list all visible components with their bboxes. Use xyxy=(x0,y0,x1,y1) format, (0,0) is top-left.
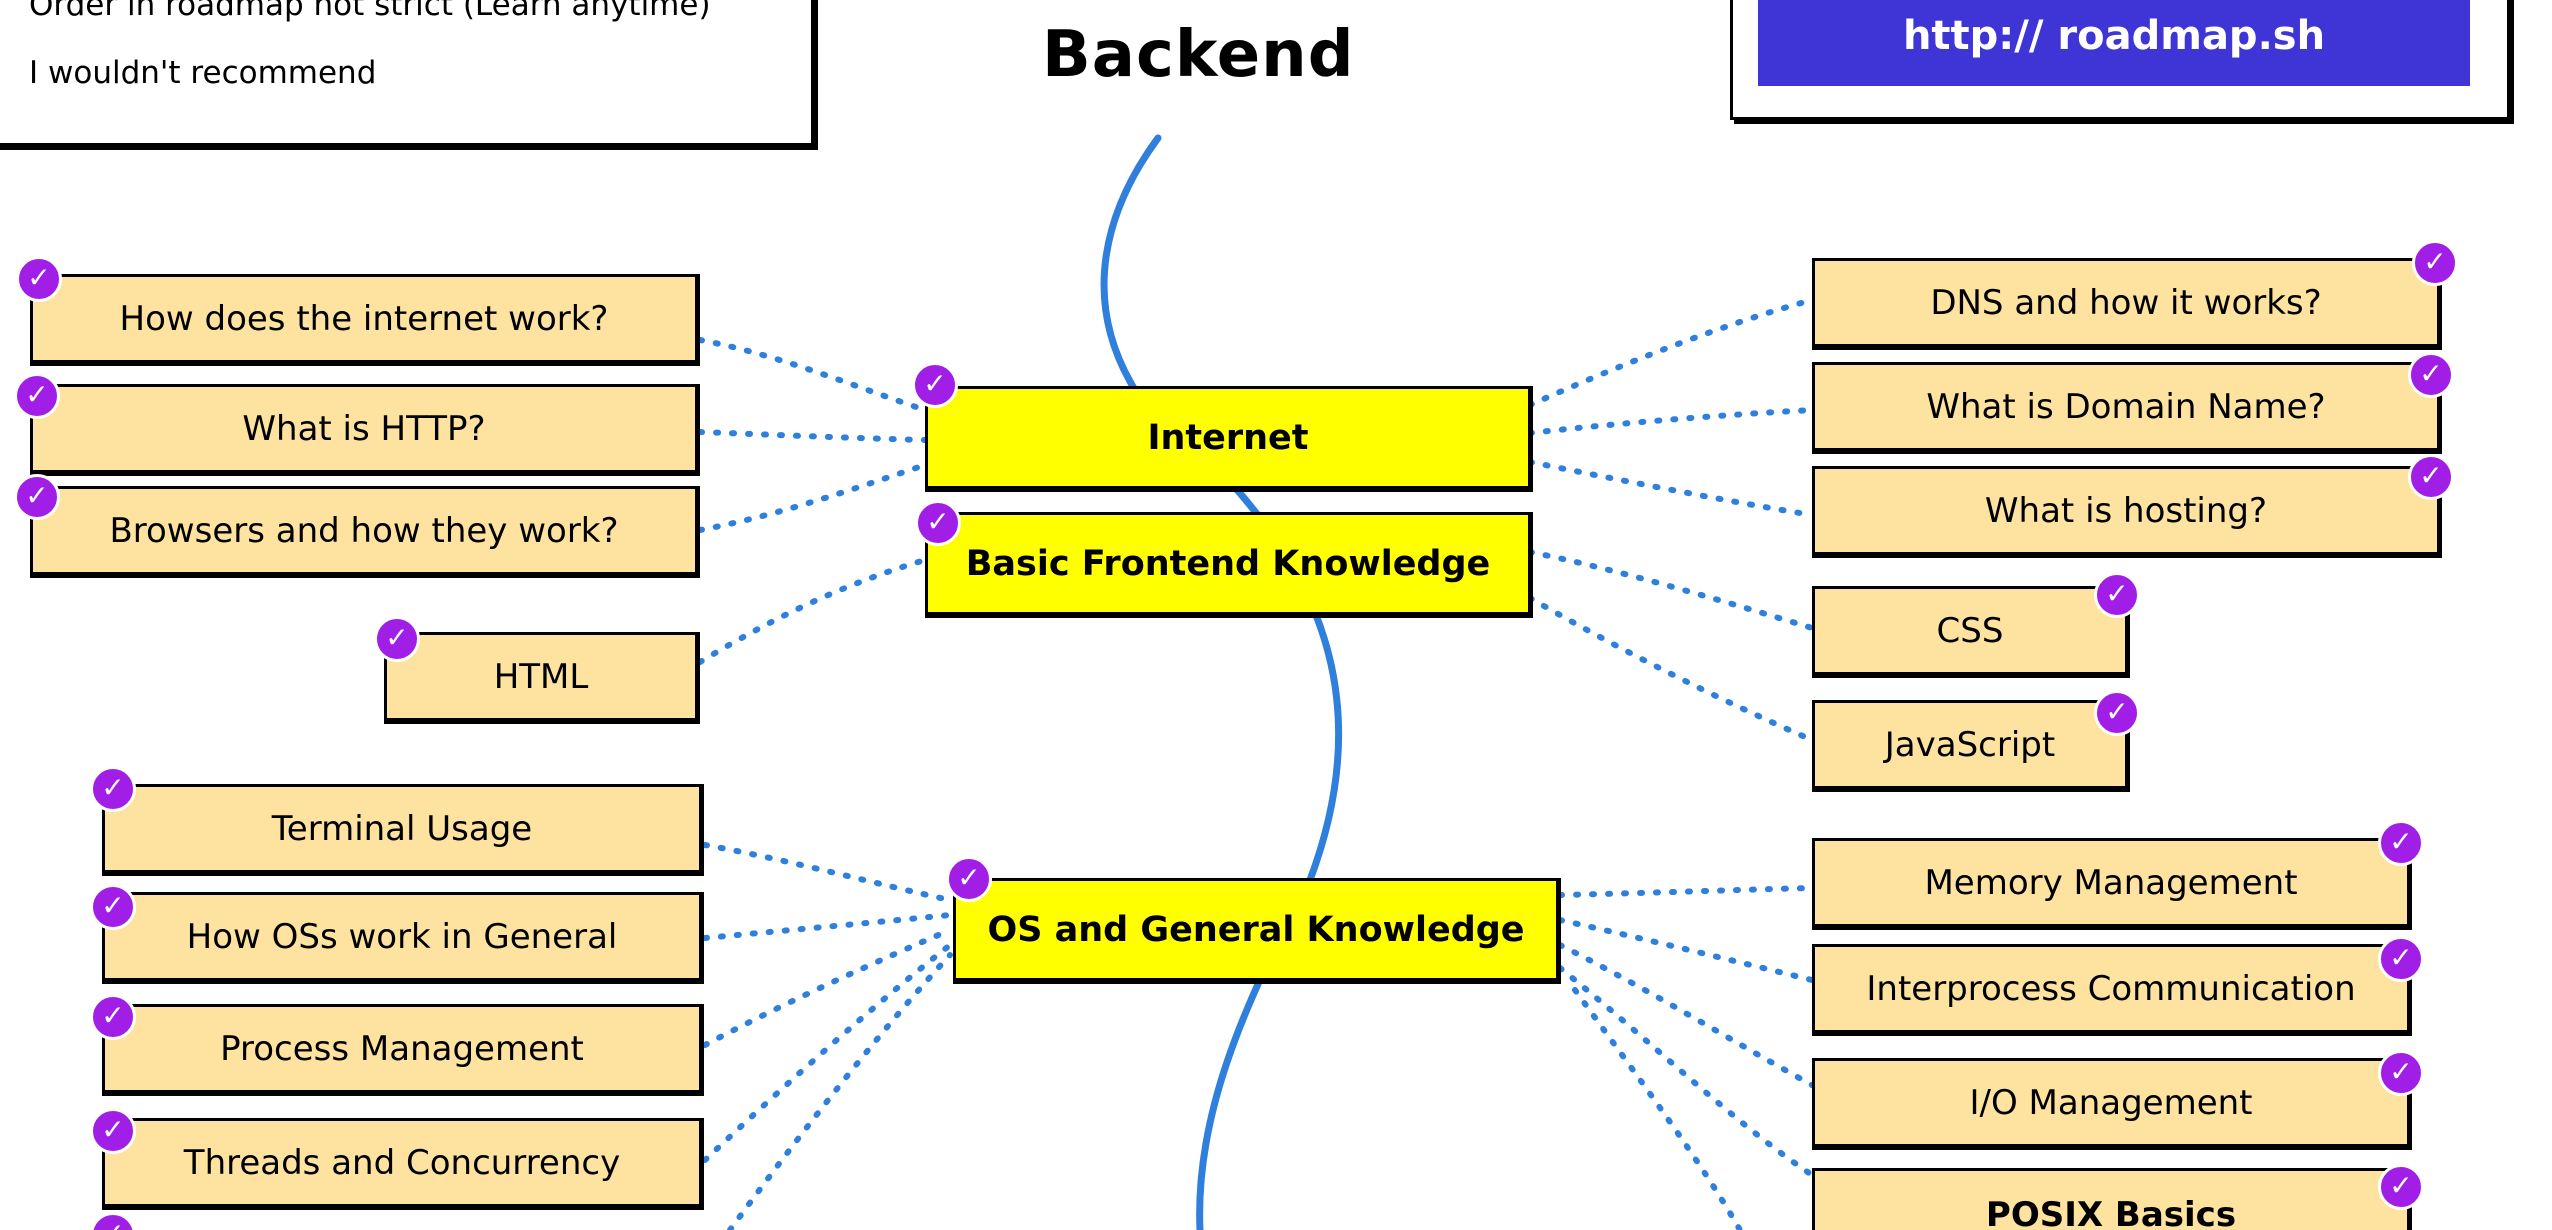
check-circle-icon: ✓ xyxy=(90,766,136,812)
connector-html xyxy=(697,557,928,665)
connectors-internet-left xyxy=(697,337,928,665)
check-circle-icon: ✓ xyxy=(2378,936,2424,982)
node-basic-frontend[interactable]: Basic Frontend Knowledge xyxy=(925,512,1533,618)
connector-offscreen xyxy=(727,952,953,1230)
node-browsers[interactable]: Browsers and how they work? xyxy=(30,486,700,578)
check-circle-icon: ✓ xyxy=(14,474,60,520)
check-circle-icon: ✓ xyxy=(374,616,420,662)
connector-domain xyxy=(1527,407,1815,436)
node-how-os-work-label: How OSs work in General xyxy=(186,916,618,957)
node-how-os-work[interactable]: How OSs work in General xyxy=(102,892,704,984)
node-html-label: HTML xyxy=(493,656,589,697)
connector-how-internet xyxy=(697,337,928,413)
check-circle-icon: ✓ xyxy=(2378,1164,2424,1210)
check-circle-icon: ✓ xyxy=(2412,240,2458,286)
check-circle-icon: ✓ xyxy=(2094,690,2140,736)
node-memory-management-label: Memory Management xyxy=(1924,862,2298,903)
node-javascript[interactable]: JavaScript xyxy=(1812,700,2130,792)
legend-line-not-recommend: I wouldn't recommend xyxy=(29,55,377,91)
node-ipc-label: Interprocess Communication xyxy=(1866,968,2356,1009)
connectors-os-right xyxy=(1557,885,1815,1230)
connector-browsers xyxy=(697,462,928,533)
node-domain-name-label: What is Domain Name? xyxy=(1926,386,2326,427)
check-circle-icon: ✓ xyxy=(90,994,136,1040)
check-circle-icon: ✓ xyxy=(946,856,992,902)
node-terminal-usage-label: Terminal Usage xyxy=(271,808,533,849)
check-circle-icon: ✓ xyxy=(2378,1050,2424,1096)
connector-hosting xyxy=(1527,459,1815,518)
connector-posix xyxy=(1557,965,1815,1178)
connector-dns xyxy=(1527,297,1815,408)
connector-ipc xyxy=(1557,917,1815,983)
connector-http xyxy=(697,429,928,443)
node-what-is-http[interactable]: What is HTTP? xyxy=(30,384,700,476)
check-circle-icon: ✓ xyxy=(14,373,60,419)
check-circle-icon: ✓ xyxy=(90,1108,136,1154)
node-basic-frontend-label: Basic Frontend Knowledge xyxy=(965,543,1491,584)
check-circle-icon: ✓ xyxy=(16,256,62,302)
connector-css xyxy=(1527,549,1815,631)
node-io-management[interactable]: I/O Management xyxy=(1812,1058,2412,1150)
connector-terminal xyxy=(702,842,953,903)
legend-panel: Order in roadmap not strict (Learn anyti… xyxy=(0,0,814,146)
check-circle-icon: ✓ xyxy=(2408,454,2454,500)
node-html[interactable]: HTML xyxy=(384,632,700,724)
node-internet[interactable]: Internet xyxy=(925,386,1533,492)
node-posix-basics[interactable]: POSIX Basics xyxy=(1812,1168,2412,1230)
connector-offscreen-right xyxy=(1572,987,1743,1230)
node-memory-management[interactable]: Memory Management xyxy=(1812,838,2412,930)
node-os-general-label: OS and General Knowledge xyxy=(987,909,1525,950)
node-hosting[interactable]: What is hosting? xyxy=(1812,466,2442,558)
node-how-internet-works[interactable]: How does the internet work? xyxy=(30,274,700,366)
node-how-internet-works-label: How does the internet work? xyxy=(119,298,609,339)
node-dns[interactable]: DNS and how it works? xyxy=(1812,258,2442,350)
legend-line-order: Order in roadmap not strict (Learn anyti… xyxy=(29,0,711,23)
connector-how-os xyxy=(702,912,953,941)
node-internet-label: Internet xyxy=(1147,417,1309,458)
node-process-management[interactable]: Process Management xyxy=(102,1004,704,1096)
node-terminal-usage[interactable]: Terminal Usage xyxy=(102,784,704,876)
connector-process xyxy=(702,927,953,1048)
check-circle-icon: ✓ xyxy=(915,500,961,546)
check-circle-icon: ✓ xyxy=(2094,572,2140,618)
node-io-management-label: I/O Management xyxy=(1969,1082,2253,1123)
connector-io xyxy=(1557,942,1815,1088)
page-title: Backend xyxy=(1042,18,1355,92)
node-threads-concurrency-label: Threads and Concurrency xyxy=(183,1142,621,1183)
connector-threads xyxy=(702,942,953,1163)
node-dns-label: DNS and how it works? xyxy=(1930,282,2322,323)
node-os-general[interactable]: OS and General Knowledge xyxy=(953,878,1561,984)
connectors-internet-right xyxy=(1527,297,1815,743)
node-javascript-label: JavaScript xyxy=(1884,724,2056,765)
node-hosting-label: What is hosting? xyxy=(1984,490,2268,531)
node-domain-name[interactable]: What is Domain Name? xyxy=(1812,362,2442,454)
node-what-is-http-label: What is HTTP? xyxy=(242,408,486,449)
roadmap-link[interactable]: http:// roadmap.sh xyxy=(1758,0,2470,86)
check-circle-icon: ✓ xyxy=(912,362,958,408)
check-circle-icon: ✓ xyxy=(2408,352,2454,398)
node-process-management-label: Process Management xyxy=(220,1028,584,1069)
node-ipc[interactable]: Interprocess Communication xyxy=(1812,944,2412,1036)
spine-line xyxy=(1100,134,1342,1230)
node-posix-basics-label: POSIX Basics xyxy=(1985,1195,2237,1230)
check-circle-icon: ✓ xyxy=(2378,820,2424,866)
node-css-label: CSS xyxy=(1936,610,2004,651)
connector-javascript xyxy=(1527,595,1815,743)
connector-memory xyxy=(1557,885,1815,898)
node-threads-concurrency[interactable]: Threads and Concurrency xyxy=(102,1118,704,1210)
node-browsers-label: Browsers and how they work? xyxy=(109,510,619,551)
check-circle-icon: ✓ xyxy=(90,884,136,930)
connectors-os-left xyxy=(702,842,953,1230)
node-css[interactable]: CSS xyxy=(1812,586,2130,678)
